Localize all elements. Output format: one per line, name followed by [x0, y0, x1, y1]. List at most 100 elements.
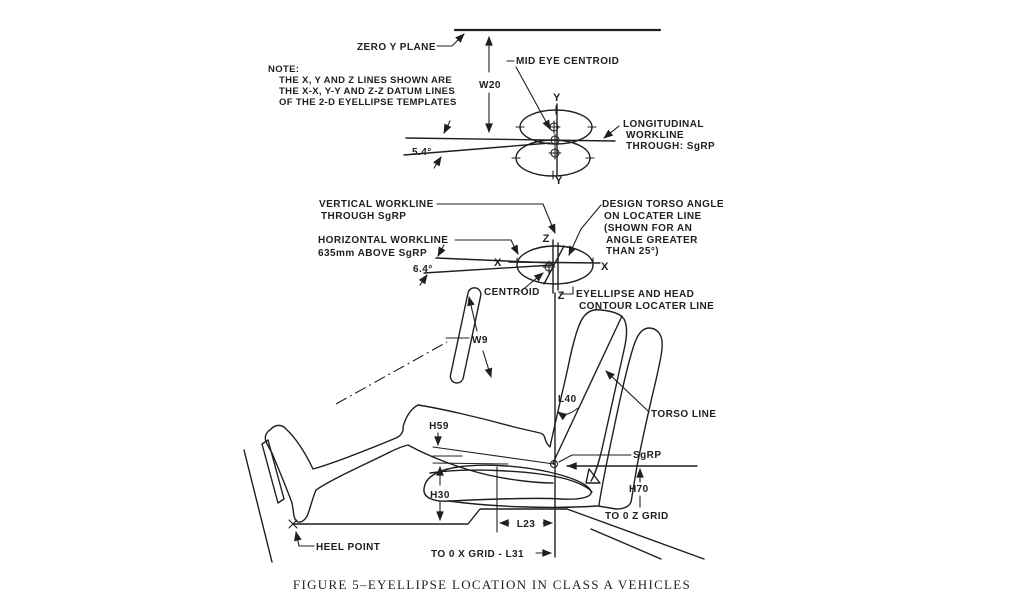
horizontal-workline-leader: [454, 239, 519, 255]
sgrp-marker: [549, 459, 559, 469]
h70-label: H70: [629, 484, 649, 495]
manikin-leg-bottom-outline: [264, 429, 554, 523]
longitudinal-workline-2: WORKLINE: [626, 130, 684, 141]
angle-arrow-lower: [433, 156, 442, 169]
steering-column-centerline: [335, 341, 448, 405]
note-title: NOTE:: [268, 64, 299, 75]
vertical-workline-1: VERTICAL WORKLINE: [319, 199, 434, 210]
x-axis-left-label: X: [494, 257, 502, 269]
side-view: VERTICAL WORKLINE THROUGH SgRP HORIZONTA…: [318, 199, 724, 312]
zero-y-plane-leader: [436, 33, 465, 47]
longitudinal-workline-1: LONGITUDINAL: [623, 119, 704, 130]
seat-cushion-contour: [429, 469, 593, 493]
longitudinal-workline-label: LONGITUDINAL WORKLINE THROUGH: SgRP: [603, 119, 715, 152]
y-axis-bottom-label: Y: [555, 175, 563, 187]
note-line-3: OF THE 2-D EYELLIPSE TEMPLATES: [279, 97, 457, 108]
side-ellipse-ticks: [516, 257, 594, 268]
seat-back-rear-position: [598, 327, 663, 506]
horizontal-workline-label: HORIZONTAL WORKLINE 635mm ABOVE SgRP: [318, 235, 519, 259]
seat-back-front-position: [549, 309, 628, 482]
top-view: ZERO Y PLANE NOTE: THE X, Y AND Z LINES …: [268, 28, 715, 187]
mid-eye-leader: [515, 66, 551, 130]
splay-line: [403, 142, 551, 156]
design-torso-3: (SHOWN FOR AN: [604, 223, 692, 234]
design-torso-angle-label: DESIGN TORSO ANGLE ON LOCATER LINE (SHOW…: [568, 199, 724, 257]
heel-point-label: HEEL POINT: [316, 542, 380, 553]
w9-dim-lower: [482, 350, 493, 378]
sgrp-leader: [558, 454, 632, 463]
l40-label: L40: [558, 394, 577, 405]
plan-angle-label: 5.4°: [412, 147, 432, 158]
horizontal-workline-1: HORIZONTAL WORKLINE: [318, 235, 448, 246]
manikin-leg-top-outline: [269, 404, 550, 470]
side-splay-line: [423, 264, 554, 274]
design-torso-leader: [568, 204, 602, 256]
eyellipse-locater-leader: [559, 286, 574, 295]
plan-ellipse-ticks: [511, 105, 597, 180]
design-torso-5: THAN 25°): [606, 246, 659, 257]
side-angle-label: 6.4°: [413, 264, 433, 275]
heel-point-marker: [288, 519, 298, 529]
heel-point-leader: [294, 531, 315, 547]
figure-caption: FIGURE 5–EYELLIPSE LOCATION IN CLASS A V…: [293, 577, 691, 592]
rear-floor-line-1: [566, 508, 705, 560]
z-axis-top-label: Z: [543, 233, 550, 245]
centroid-leader: [520, 272, 544, 292]
to-0-x-grid-label: TO 0 X GRID - L31: [431, 549, 524, 560]
angle-arrow-upper: [443, 120, 452, 134]
seat-recliner-bracket: [585, 468, 601, 484]
design-torso-2: ON LOCATER LINE: [604, 211, 702, 222]
note-line-2: THE X-X, Y-Y AND Z-Z DATUM LINES: [279, 86, 455, 97]
torso-angle-line: [543, 245, 565, 285]
sgrp-marker-dot: [553, 463, 555, 465]
side-angle-arrow-lower: [418, 274, 428, 286]
seat-back-rear-bottom: [597, 501, 632, 510]
zero-y-plane-label: ZERO Y PLANE: [357, 42, 436, 53]
w9-label: W9: [472, 335, 488, 346]
eyellipse-side: [516, 245, 594, 285]
package-view: W9 TORSO LINE L40 SgRP H70: [243, 287, 716, 563]
mid-eye-centroid-label: MID EYE CENTROID: [516, 56, 619, 67]
l23-label: L23: [517, 519, 536, 530]
steering-wheel: [449, 287, 482, 384]
vertical-workline-label: VERTICAL WORKLINE THROUGH SgRP: [319, 199, 556, 234]
vertical-workline-leader: [436, 203, 556, 234]
note-line-1: THE X, Y AND Z LINES SHOWN ARE: [279, 75, 452, 86]
l40-arc: [557, 407, 579, 421]
eyellipse-locater-label: EYELLIPSE AND HEAD CONTOUR LOCATER LINE: [559, 286, 714, 312]
pedal: [261, 439, 285, 504]
torso-line: [552, 315, 623, 464]
longitudinal-workline-3: THROUGH: SgRP: [626, 141, 715, 152]
thigh-centerline: [432, 446, 555, 465]
design-torso-1: DESIGN TORSO ANGLE: [602, 199, 724, 210]
floor-line: [292, 508, 568, 525]
to-0-z-grid-label: TO 0 Z GRID: [605, 511, 669, 522]
h30-label: H30: [430, 490, 450, 501]
centroid-label: CENTROID: [484, 287, 540, 298]
side-angle-arrow-upper: [437, 244, 446, 257]
eyellipse-locater-1: EYELLIPSE AND HEAD: [576, 289, 694, 300]
note-block: NOTE: THE X, Y AND Z LINES SHOWN ARE THE…: [268, 64, 457, 108]
w20-label: W20: [479, 80, 501, 91]
w9-dim-upper: [467, 296, 478, 332]
x-axis-right-label: X: [601, 261, 609, 273]
torso-line-label: TORSO LINE: [651, 409, 716, 420]
z-axis-bottom-label: Z: [558, 290, 565, 302]
rear-floor-line-2: [590, 528, 662, 560]
horizontal-workline-2: 635mm ABOVE SgRP: [318, 248, 427, 259]
h59-label: H59: [429, 421, 449, 432]
sgrp-label: SgRP: [633, 450, 661, 461]
eyellipse-locater-2: CONTOUR LOCATER LINE: [579, 301, 714, 312]
side-centroid-cross: [542, 260, 556, 274]
sgrp-horizontal-line-left: [432, 462, 509, 465]
design-torso-4: ANGLE GREATER: [606, 235, 698, 246]
toeboard-line: [243, 449, 273, 563]
y-axis-top-label: Y: [553, 92, 561, 104]
longitudinal-workline-line: [405, 137, 616, 142]
seat-cushion-bottom: [448, 500, 598, 509]
torso-line-leader: [605, 370, 650, 413]
vertical-workline-2: THROUGH SgRP: [321, 211, 406, 222]
longitudinal-workline-leader: [603, 125, 620, 139]
